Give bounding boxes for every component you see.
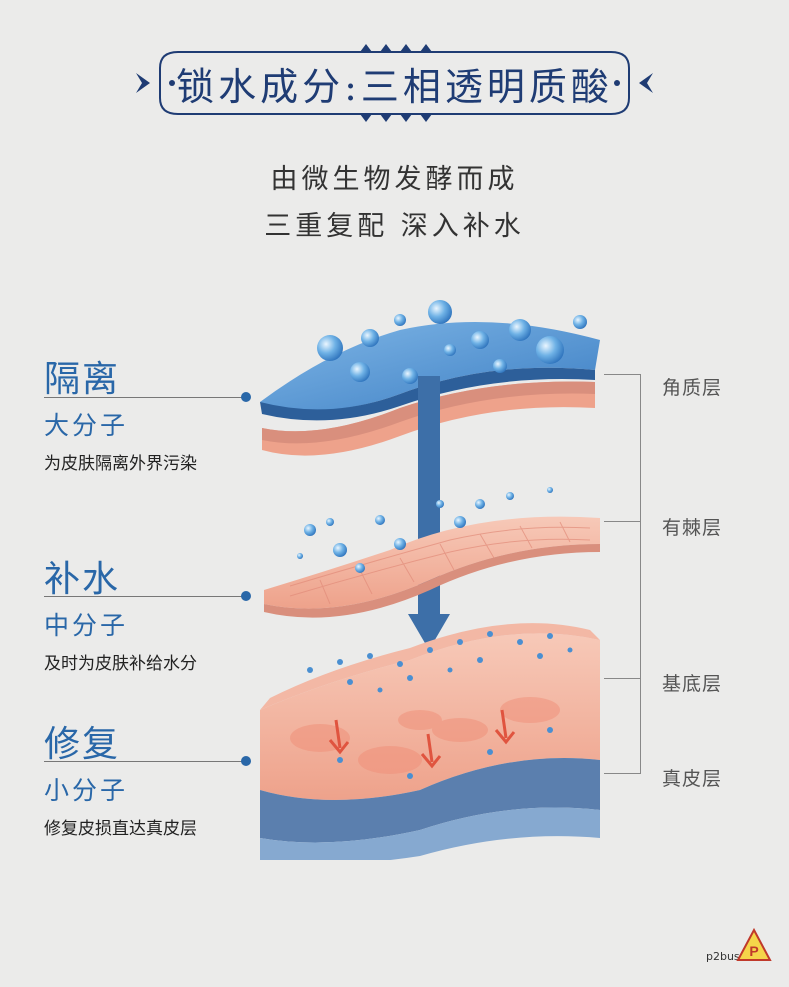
layer-label-basal: 基底层 — [662, 673, 723, 695]
page-title: 锁水成分:三相透明质酸 — [176, 65, 613, 109]
layer-label-dermis: 真皮层 — [662, 768, 723, 790]
section-title-repair: 修复 — [44, 724, 121, 765]
arrow-down-icon — [408, 614, 450, 650]
layer-bracket-tick — [604, 521, 640, 522]
section-desc-repair: 修复皮损直达真皮层 — [44, 819, 197, 839]
layer-bracket-tick — [604, 773, 640, 774]
layer-label-spinosum: 有棘层 — [662, 517, 723, 539]
subtitle-2: 三重复配 深入补水 — [264, 211, 525, 242]
layer-bracket-tick — [604, 374, 640, 375]
pointer-dot — [241, 756, 251, 766]
layer-bracket-tick — [604, 678, 640, 679]
stratum-spinosum-layer — [264, 516, 600, 618]
section-desc-hydration: 及时为皮肤补给水分 — [44, 654, 197, 674]
section-divider — [44, 761, 244, 762]
basal-dermis-block — [260, 623, 600, 860]
layer-bracket-line — [640, 374, 641, 774]
layer-label-corneum: 角质层 — [662, 377, 723, 399]
section-desc-isolation: 为皮肤隔离外界污染 — [44, 454, 197, 474]
svg-text:P: P — [749, 943, 758, 959]
watermark-logo-icon: P — [736, 928, 772, 961]
subtitle-1: 由微生物发酵而成 — [270, 164, 519, 195]
pointer-dot — [241, 591, 251, 601]
section-title-isolation: 隔离 — [44, 359, 121, 400]
pointer-dot — [241, 392, 251, 402]
watermark-text: p2bus — [706, 950, 740, 963]
section-divider — [44, 596, 244, 597]
small-molecule-dots — [307, 631, 573, 779]
title-ornament — [136, 44, 653, 122]
section-divider — [44, 397, 244, 398]
section-molecule-small: 小分子 — [44, 776, 129, 805]
section-molecule-large: 大分子 — [44, 411, 129, 440]
skin-layers-illustration — [260, 300, 600, 860]
section-molecule-medium: 中分子 — [44, 611, 129, 640]
section-title-hydration: 补水 — [44, 559, 121, 600]
water-droplets — [297, 300, 587, 573]
